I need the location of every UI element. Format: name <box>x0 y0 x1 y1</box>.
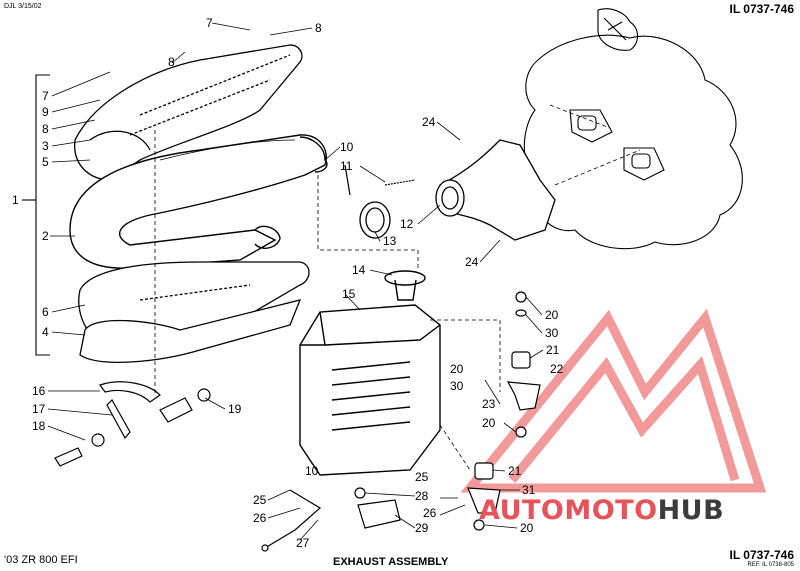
leader-lines <box>47 22 544 541</box>
callout-21: 21 <box>546 343 560 357</box>
exhaust-manifold <box>359 139 556 241</box>
callout-20: 20 <box>482 416 496 430</box>
callout-31: 31 <box>522 483 536 497</box>
watermark-part1: AUTOMOTO <box>479 495 658 526</box>
callout-13: 13 <box>383 234 397 248</box>
watermark-logo-icon <box>460 308 767 493</box>
assembly-title: EXHAUST ASSEMBLY <box>333 556 449 568</box>
callout-25: 25 <box>253 493 267 507</box>
callout-30: 30 <box>450 379 464 393</box>
callout-11: 11 <box>340 159 353 173</box>
callout-12: 12 <box>400 217 414 231</box>
callout-29: 29 <box>415 521 429 535</box>
callout-2: 2 <box>42 229 49 243</box>
callout-9: 9 <box>42 105 49 119</box>
callout-7: 7 <box>206 16 213 30</box>
callout-3: 3 <box>42 139 49 153</box>
illustration-number: IL 0737-746 <box>729 2 795 16</box>
callout-20: 20 <box>450 362 464 376</box>
callout-10: 10 <box>305 464 319 478</box>
part-callouts: 7 8 8 7 9 8 3 5 1 2 6 4 16 17 18 19 10 1… <box>12 16 564 550</box>
callout-28: 28 <box>415 489 429 503</box>
engine-outline <box>523 8 743 250</box>
reference-lines <box>154 104 641 471</box>
callout-19: 19 <box>228 402 242 416</box>
callout-22: 22 <box>550 362 564 376</box>
callout-20: 20 <box>545 308 559 322</box>
callout-26: 26 <box>253 511 267 525</box>
callout-8: 8 <box>42 122 49 136</box>
callout-18: 18 <box>32 419 46 433</box>
callout-17: 17 <box>32 402 46 416</box>
callout-30: 30 <box>545 326 559 340</box>
callout-20: 20 <box>520 521 534 535</box>
callout-24: 24 <box>465 255 479 269</box>
callout-7: 7 <box>42 89 49 103</box>
group-bracket <box>22 74 50 356</box>
callout-21: 21 <box>508 464 522 478</box>
lower-bracket <box>54 381 211 467</box>
lower-heat-shield <box>78 261 310 363</box>
callout-23: 23 <box>482 397 496 411</box>
callout-16: 16 <box>32 384 46 398</box>
watermark-part2: HUB <box>657 495 725 526</box>
callout-27: 27 <box>296 536 310 550</box>
footer-illustration-number: IL 0737-746 <box>729 548 795 562</box>
watermark-wordmark: AUTOMOTOHUB <box>479 495 724 526</box>
callout-15: 15 <box>342 287 356 301</box>
doc-code: DJL 3/15/02 <box>4 3 42 10</box>
mount-hardware <box>261 164 541 552</box>
callout-8: 8 <box>315 21 322 35</box>
muffler-box <box>299 270 441 476</box>
callout-5: 5 <box>42 155 49 169</box>
callout-4: 4 <box>42 325 49 339</box>
callout-25: 25 <box>415 470 429 484</box>
callout-10: 10 <box>340 140 354 154</box>
expansion-chamber <box>69 134 328 269</box>
callout-26: 26 <box>423 506 437 520</box>
callout-8: 8 <box>168 55 175 69</box>
callout-14: 14 <box>352 263 366 277</box>
reference-number: REF. IL 0738-805 <box>747 562 794 568</box>
callout-1: 1 <box>12 193 19 207</box>
callout-6: 6 <box>42 305 49 319</box>
callout-24: 24 <box>422 115 436 129</box>
model-label: '03 ZR 800 EFI <box>4 554 78 566</box>
